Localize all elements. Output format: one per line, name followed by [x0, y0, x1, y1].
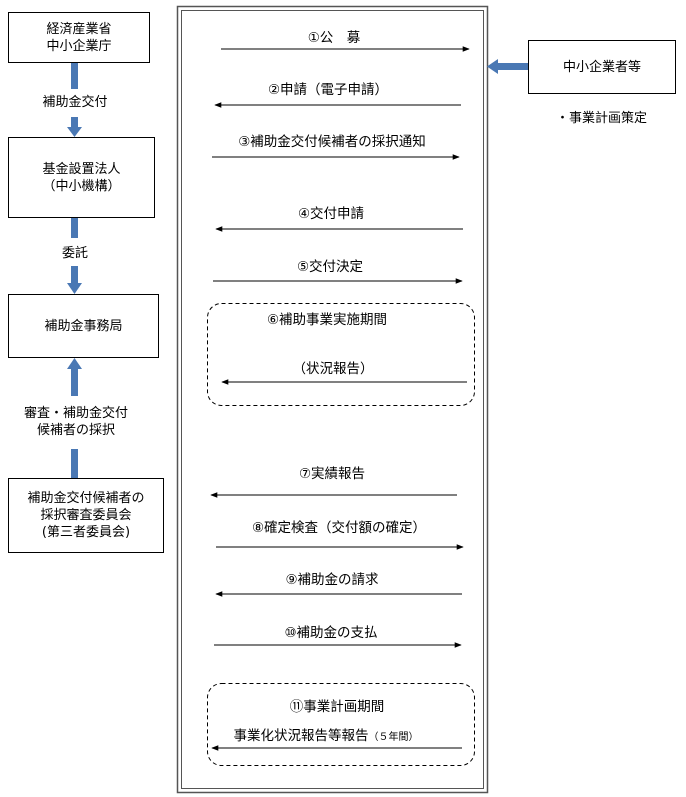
secretariat-label: 補助金事務局: [44, 318, 123, 334]
s11-period: （５年間）: [368, 732, 419, 743]
flow-label-s11-sub: 事業化状況報告等報告（５年間）: [234, 727, 419, 747]
connector-grant-to-fund: [71, 117, 78, 129]
flow-label-s3: ③補助金交付候補者の採択通知: [238, 134, 426, 150]
committee-line2: 採択審査委員会: [40, 508, 132, 523]
connector-entrust-to-sec: [71, 266, 78, 284]
flow-label-s7: ⑦実績報告: [298, 466, 366, 482]
label-review: 審査・補助金交付 候補者の採択: [13, 405, 139, 439]
sme-label: 中小企業者等: [562, 59, 641, 75]
label-business-plan: ・事業計画策定: [556, 111, 648, 126]
connector-review-to-sec: [71, 368, 78, 396]
connector-fund-to-label: [71, 218, 78, 238]
flow-label-s8: ⑧確定検査（交付額の確定）: [251, 520, 427, 536]
flow-label-s1: ①公 募: [307, 30, 361, 46]
arrowhead-to-fund: [67, 127, 82, 137]
box-fund-corp: 基金設置法人 （中小機構）: [8, 137, 155, 218]
flow-label-s6-sub: （状況報告）: [292, 361, 374, 377]
box-meti: 経済産業省 中小企業庁: [8, 12, 150, 63]
meti-line1: 経済産業省: [46, 21, 112, 37]
fund-line1: 基金設置法人: [42, 161, 121, 177]
central-panel-outer: [176, 5, 489, 794]
box-committee: 補助金交付候補者の 採択審査委員会 (第三者委員会): [8, 478, 164, 553]
fund-line2: （中小機構）: [42, 178, 121, 194]
label-subsidy-grant: 補助金交付: [42, 95, 108, 110]
box-secretariat: 補助金事務局: [8, 294, 159, 358]
arrowhead-to-secretariat: [67, 283, 82, 294]
flow-label-s6-title: ⑥補助事業実施期間: [266, 312, 388, 328]
frame-s6: [207, 303, 475, 406]
arrowhead-to-panel: [487, 59, 498, 74]
flow-label-s2: ②申請（電子申請）: [267, 82, 389, 98]
flow-label-s4: ④交付申請: [297, 206, 365, 222]
flow-label-s9: ⑨補助金の請求: [285, 572, 379, 588]
flow-label-s10: ⑩補助金の支払: [284, 625, 378, 641]
review-line1: 審査・補助金交付: [23, 406, 128, 421]
committee-line1: 補助金交付候補者の: [27, 491, 145, 506]
flow-label-s11-title: ⑪事業計画期間: [289, 699, 385, 715]
meti-line2: 中小企業庁: [46, 38, 112, 54]
central-panel-inner: [181, 10, 484, 789]
s11-sub-text: 事業化状況報告等報告: [233, 728, 369, 744]
box-sme: 中小企業者等: [528, 40, 676, 94]
committee-line3: (第三者委員会): [41, 525, 131, 540]
connector-meti-to-label: [71, 63, 78, 89]
frame-s11: [207, 683, 475, 766]
flow-label-s5: ⑤交付決定: [296, 259, 364, 275]
arrowhead-up-to-secretariat: [67, 358, 82, 369]
label-entrust: 委託: [61, 246, 88, 261]
connector-sme-shaft: [497, 63, 528, 70]
review-line2: 候補者の採択: [36, 423, 115, 438]
connector-committee-to-review: [71, 449, 78, 478]
